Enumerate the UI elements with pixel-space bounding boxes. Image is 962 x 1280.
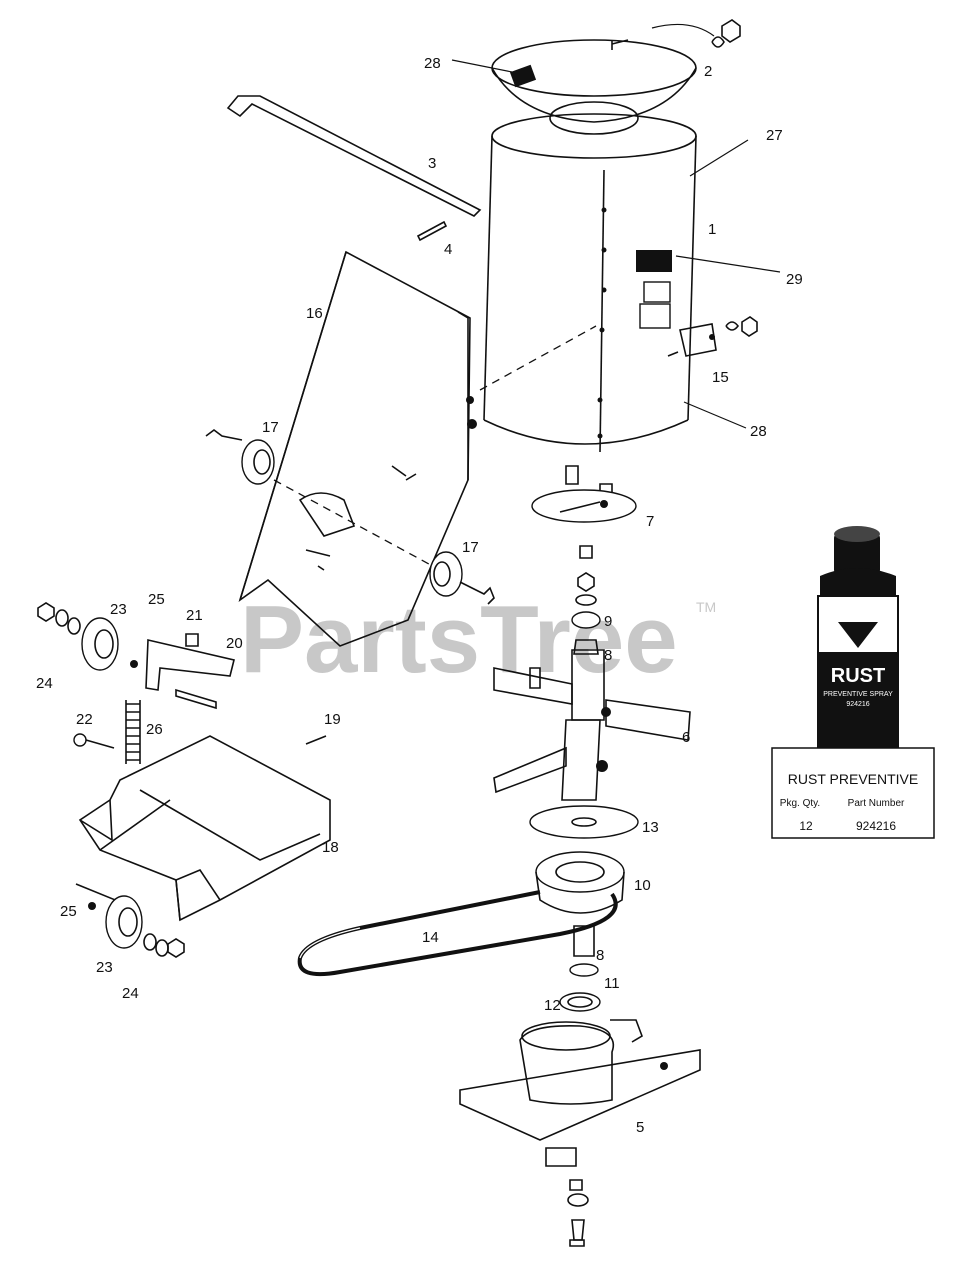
clip-15[interactable] <box>667 316 758 357</box>
product-label-box <box>771 747 935 839</box>
rod-3[interactable] <box>226 95 482 217</box>
callout-10: 10 <box>634 877 651 894</box>
blade-6[interactable] <box>493 649 691 801</box>
part-header: Part Number <box>848 798 905 809</box>
bolt-20 <box>175 688 217 710</box>
spring-26[interactable] <box>125 700 141 764</box>
bracket-20[interactable] <box>145 633 235 710</box>
cylinder-right-edge <box>687 135 697 421</box>
cylinder-seam <box>599 169 605 453</box>
callout-15: 15 <box>712 369 729 386</box>
pulley-23-lower[interactable] <box>88 895 185 958</box>
callout-17-lower: 17 <box>462 539 479 556</box>
callout-11: 11 <box>604 975 620 992</box>
washer-2 <box>711 36 725 48</box>
callout-5: 5 <box>636 1119 644 1136</box>
callout-7: 7 <box>646 513 654 530</box>
callout-25-lower: 25 <box>60 903 77 920</box>
callout-22: 22 <box>76 711 93 728</box>
callout-25-upper: 25 <box>148 591 165 608</box>
callout-18: 18 <box>322 839 339 856</box>
rust-preventive-product: RUST PREVENTIVE SPRAY 924216 RUST PREVEN… <box>771 526 935 839</box>
qty-value: 12 <box>799 819 813 833</box>
can-nozzle <box>834 534 880 574</box>
belt-14[interactable] <box>297 890 618 977</box>
watermark-tm: TM <box>696 599 716 615</box>
callout-24-lower: 24 <box>122 985 139 1002</box>
callout-2: 2 <box>704 63 712 80</box>
callout-8-lower: 8 <box>596 947 604 964</box>
housing-5[interactable] <box>459 1019 701 1247</box>
nut-2 <box>721 19 741 43</box>
decal-28-top <box>509 64 537 88</box>
callout-20: 20 <box>226 635 243 652</box>
callout-17-upper: 17 <box>262 419 279 436</box>
funnel-cone <box>491 67 697 123</box>
funnel-throat <box>549 101 639 135</box>
callout-12: 12 <box>544 997 561 1014</box>
screw-leader-2 <box>651 23 715 37</box>
callout-21: 21 <box>186 607 203 624</box>
pin-19[interactable] <box>305 735 327 745</box>
callout-26: 26 <box>146 721 163 738</box>
latch-plate <box>639 303 671 329</box>
callout-27: 27 <box>766 127 783 144</box>
pulley-10[interactable] <box>535 851 625 914</box>
product-title: RUST PREVENTIVE <box>788 771 918 787</box>
screw-2 <box>611 39 629 50</box>
watermark: PartsTree <box>240 586 678 693</box>
callout-28-top: 28 <box>424 55 441 72</box>
lower-shaft-parts[interactable] <box>559 925 601 1012</box>
callout-8-upper: 8 <box>604 647 612 664</box>
callout-14: 14 <box>422 929 439 946</box>
disc-13[interactable] <box>529 805 639 839</box>
deflector-16[interactable] <box>238 250 597 647</box>
callout-28-bottom: 28 <box>750 423 767 440</box>
can-subtitle: PREVENTIVE SPRAY <box>823 691 893 698</box>
pulley-17-lower[interactable] <box>429 551 495 605</box>
hopper-assembly[interactable] <box>483 19 741 453</box>
part-value: 924216 <box>856 819 896 833</box>
callout-1: 1 <box>708 221 716 238</box>
callout-19: 19 <box>324 711 341 728</box>
nut-21 <box>185 633 199 647</box>
cylinder-top <box>491 113 697 159</box>
callout-4: 4 <box>444 241 452 258</box>
callout-16: 16 <box>306 305 323 322</box>
latch-bracket <box>643 281 671 303</box>
bolt-22[interactable] <box>73 733 115 749</box>
pin-4[interactable] <box>416 220 448 242</box>
shaft-hardware[interactable] <box>571 545 601 655</box>
impeller-plate-7[interactable] <box>531 465 637 523</box>
callout-9: 9 <box>604 613 612 630</box>
pulley-17-upper[interactable] <box>205 429 275 485</box>
callout-29: 29 <box>786 271 803 288</box>
callout-24-upper: 24 <box>36 675 53 692</box>
can-brand: RUST <box>831 665 885 687</box>
decal-29 <box>636 250 672 272</box>
callout-3: 3 <box>428 155 436 172</box>
callout-23-lower: 23 <box>96 959 113 976</box>
cylinder-left-edge <box>483 135 493 421</box>
qty-header: Pkg. Qty. <box>780 798 820 809</box>
cylinder-bottom <box>483 419 689 445</box>
callout-13: 13 <box>642 819 659 836</box>
callout-23-upper: 23 <box>110 601 127 618</box>
callout-6: 6 <box>682 729 690 746</box>
pulley-23-upper[interactable] <box>37 602 138 671</box>
base-18[interactable] <box>75 735 331 922</box>
brand-logo-icon <box>838 622 878 648</box>
can-number: 924216 <box>846 701 869 708</box>
collar-9 <box>571 611 601 629</box>
